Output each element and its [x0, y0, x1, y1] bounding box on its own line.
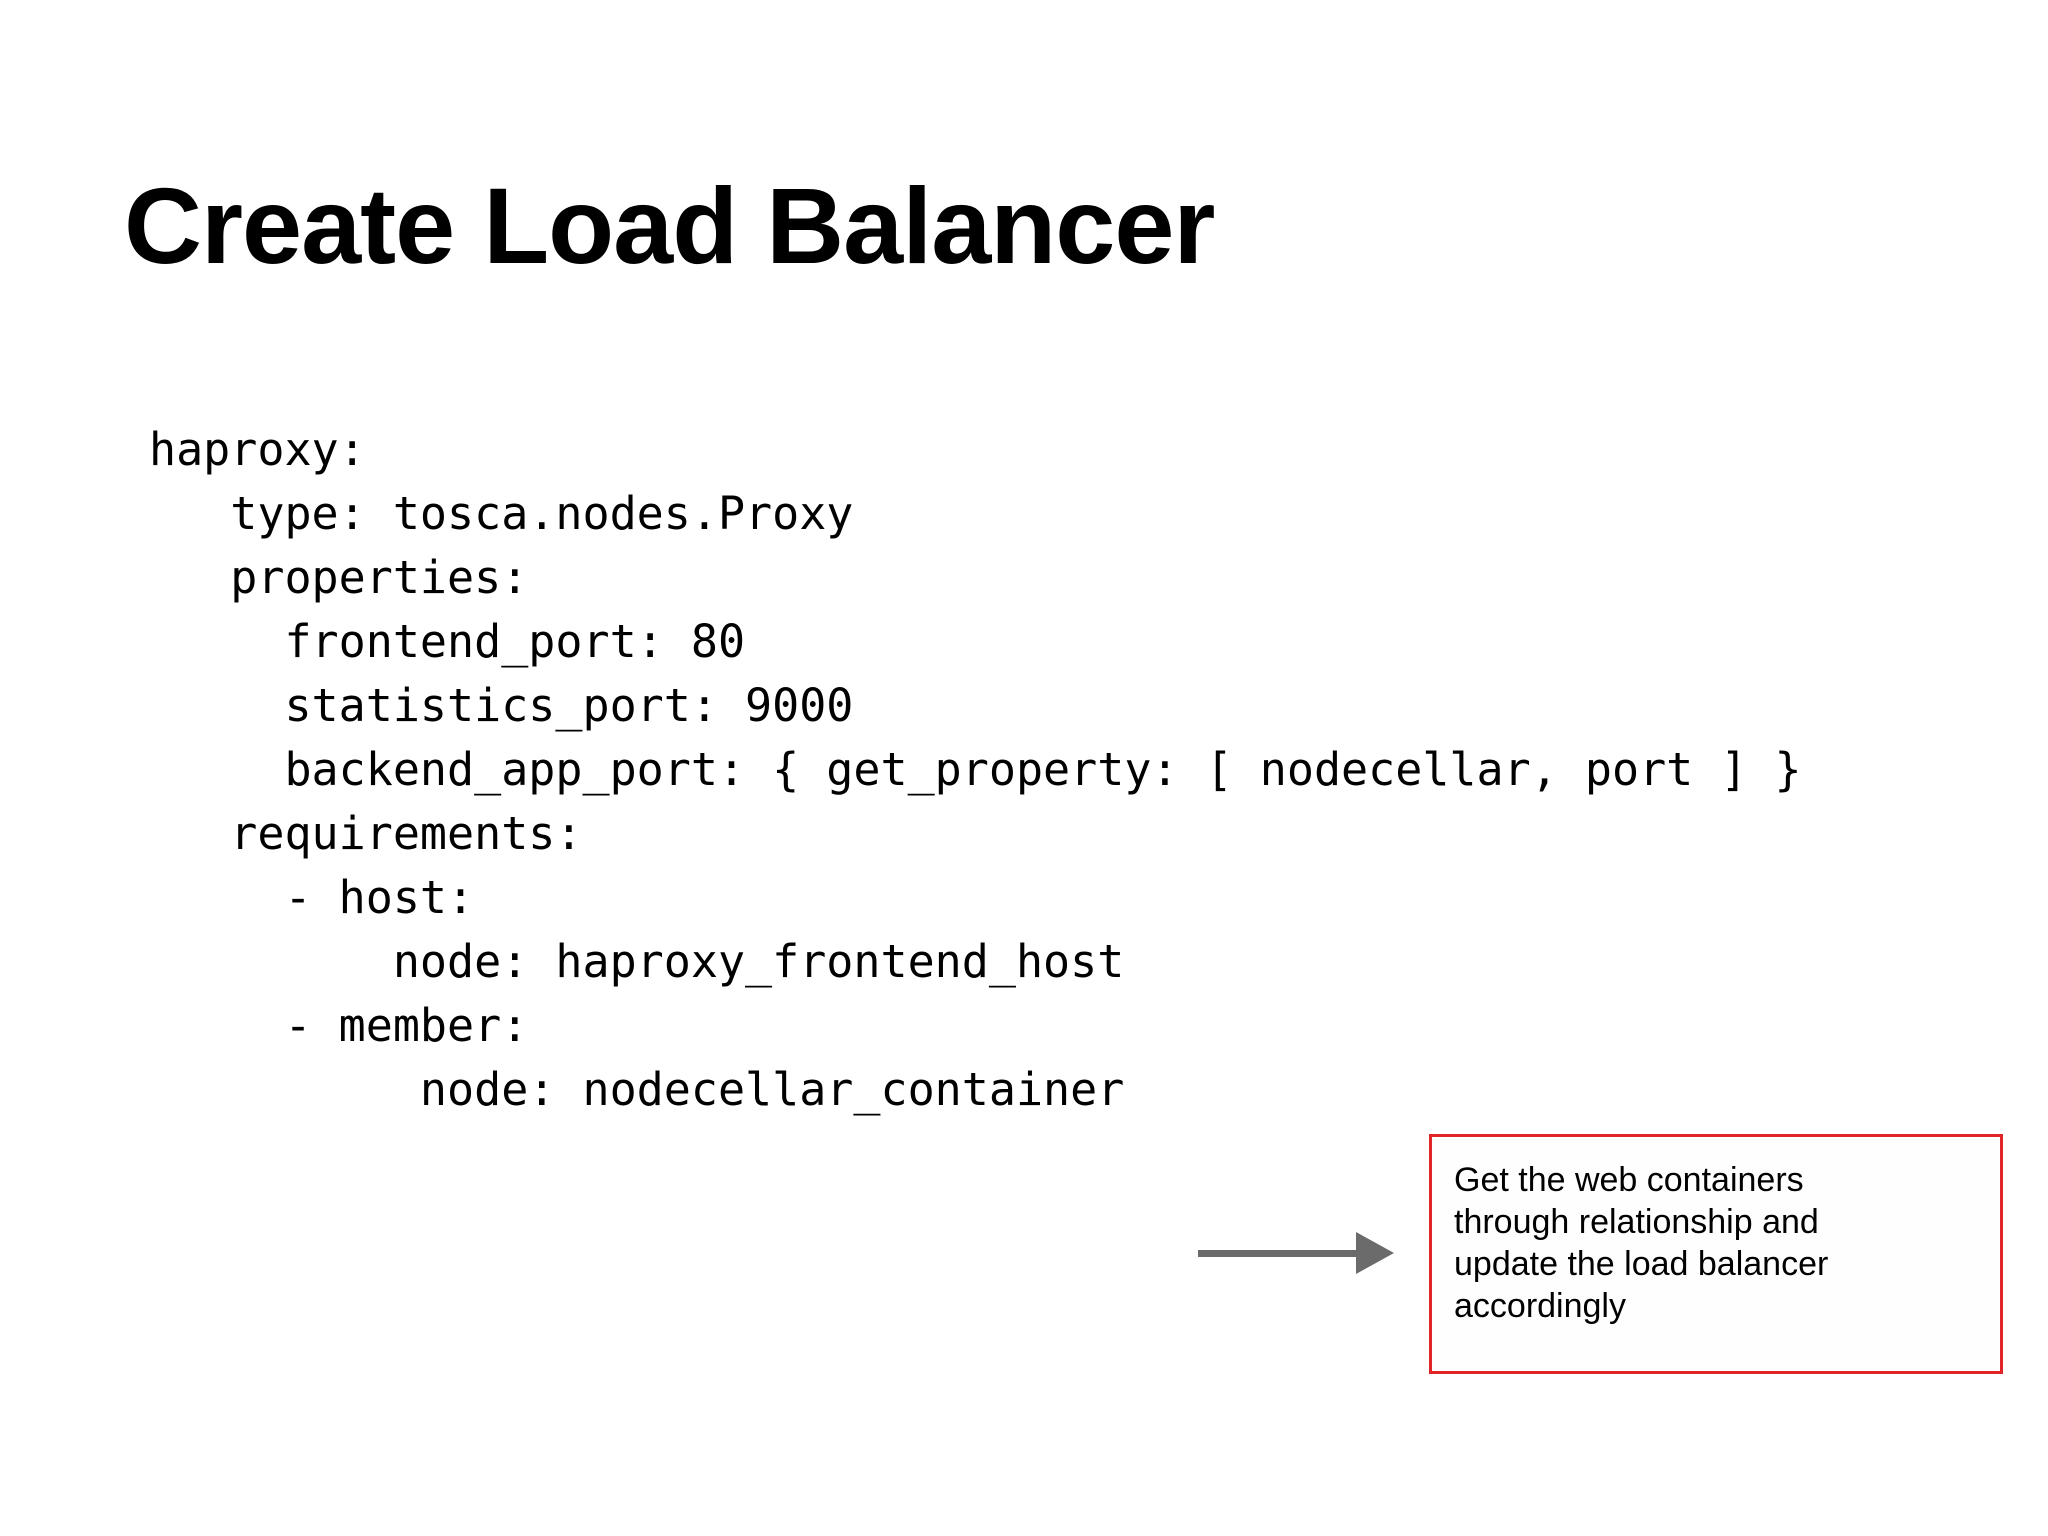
code-line: requirements:: [149, 807, 583, 860]
code-line: statistics_port: 9000: [149, 679, 854, 732]
code-line: - host:: [149, 871, 475, 924]
code-line: type: tosca.nodes.Proxy: [149, 487, 854, 540]
code-line: frontend_port: 80: [149, 615, 746, 668]
code-line: node: haproxy_frontend_host: [149, 935, 1125, 988]
slide-title: Create Load Balancer: [124, 165, 1215, 286]
callout-text-line: Get the web containers: [1454, 1161, 1804, 1199]
code-line: - member:: [149, 999, 529, 1052]
code-line: backend_app_port: { get_property: [ node…: [149, 743, 1802, 796]
code-line: haproxy:: [149, 423, 366, 476]
arrow-shaft: [1198, 1250, 1360, 1257]
callout-box: Get the web containers through relations…: [1429, 1134, 2003, 1374]
callout-text-line: update the load balancer: [1454, 1245, 1829, 1283]
yaml-code-block: haproxy: type: tosca.nodes.Proxy propert…: [149, 418, 1802, 1122]
arrow-head: [1356, 1232, 1394, 1274]
code-line: properties:: [149, 551, 529, 604]
callout-text-line: through relationship and: [1454, 1203, 1819, 1241]
right-arrow-icon: [1198, 1232, 1394, 1274]
code-line: node: nodecellar_container: [149, 1063, 1125, 1116]
callout-text-line: accordingly: [1454, 1287, 1626, 1325]
